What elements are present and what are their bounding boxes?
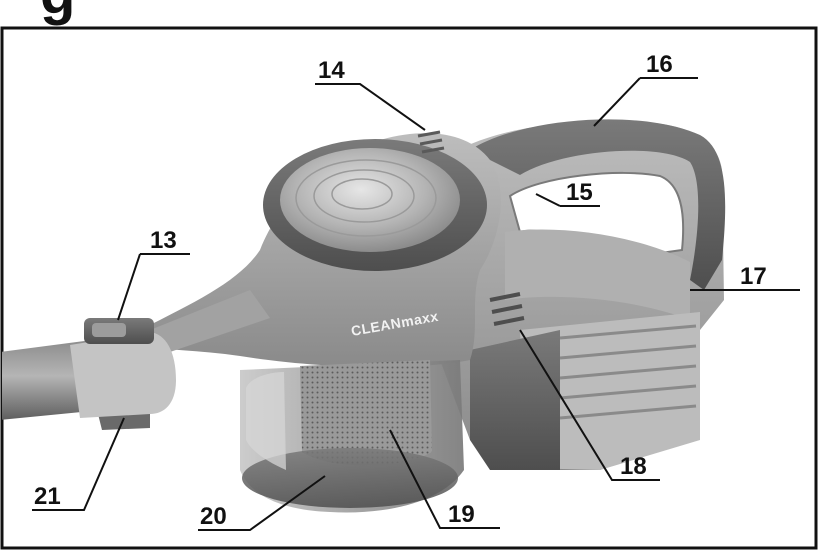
battery-pack xyxy=(520,312,700,470)
tube-coupling xyxy=(70,332,176,418)
callout-21: 21 xyxy=(34,483,61,510)
leader-20 xyxy=(198,475,326,531)
cap-rings xyxy=(295,159,437,237)
callout-18: 18 xyxy=(620,453,647,480)
top-vents xyxy=(417,130,445,154)
leader-13 xyxy=(117,253,190,321)
callout-leaders xyxy=(32,77,800,531)
callout-14: 14 xyxy=(318,57,345,84)
callout-13: 13 xyxy=(150,227,177,254)
tank-window xyxy=(246,372,286,470)
motor-cylinder xyxy=(505,229,690,320)
filter-mesh xyxy=(300,360,432,466)
side-vents xyxy=(489,292,525,326)
callout-19: 19 xyxy=(448,501,475,528)
tank-base xyxy=(242,448,458,508)
leader-14 xyxy=(315,83,426,131)
callout-15: 15 xyxy=(566,179,593,206)
page-heading: g xyxy=(40,0,76,27)
image-frame xyxy=(0,26,818,550)
leader-19 xyxy=(389,429,500,529)
handle-grip xyxy=(470,119,726,290)
callout-20: 20 xyxy=(200,503,227,530)
cyclone-cap xyxy=(280,148,460,252)
leader-21 xyxy=(32,417,125,511)
leader-15 xyxy=(535,193,600,207)
callout-labels: 13 14 15 16 17 18 19 20 21 xyxy=(34,51,767,530)
battery-ribs xyxy=(559,324,697,420)
release-button-cap xyxy=(92,323,126,337)
leader-16 xyxy=(593,77,698,127)
battery-side-panel xyxy=(470,330,560,470)
callout-16: 16 xyxy=(646,51,673,78)
leader-18 xyxy=(519,329,660,481)
callout-17: 17 xyxy=(740,263,767,290)
connector-arm xyxy=(150,290,270,352)
vacuum-body xyxy=(2,119,726,513)
